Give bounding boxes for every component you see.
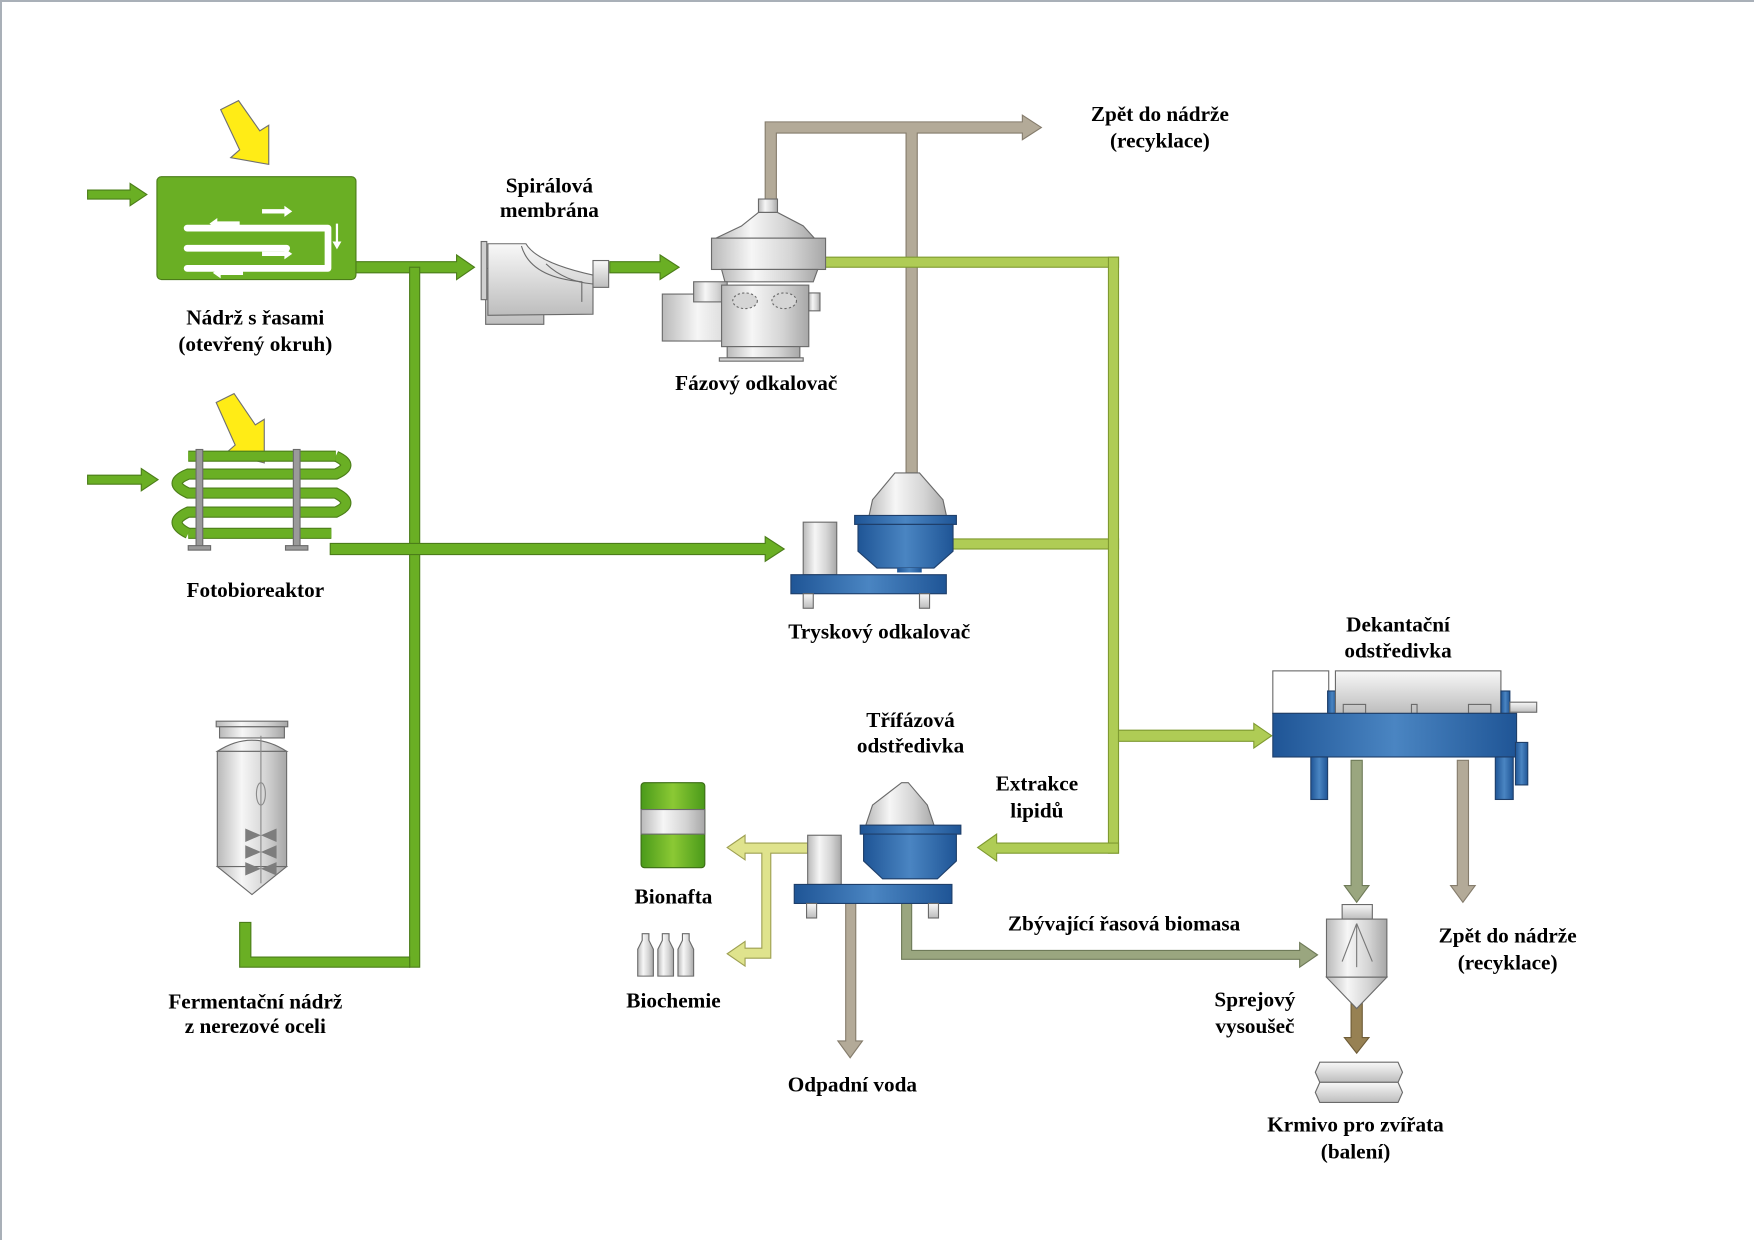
label-photobioreactor: Fotobioreaktor [187, 578, 325, 602]
barrel-icon [640, 782, 706, 869]
label-fermenter-sub: z nerezové oceli [185, 1014, 326, 1038]
label-recycle-right: Zpět do nádrže [1439, 924, 1577, 948]
label-recycle-right-sub: (recyklace) [1458, 950, 1558, 974]
pipe-to-biodiesel [726, 834, 809, 968]
pipe-fermenter-out [239, 921, 411, 968]
pipe-dryer-to-feed [1343, 1000, 1371, 1055]
label-biochemicals: Biochemie [626, 988, 720, 1012]
label-fermenter: Fermentační nádrž [168, 990, 342, 1014]
label-waste-water: Odpadní voda [788, 1072, 918, 1096]
pipe-nozzle-out [951, 538, 1120, 550]
green-pipes [87, 182, 786, 968]
pipe-separator-out [816, 256, 1120, 268]
label-lipid-extraction-sub: lipidů [1010, 798, 1063, 822]
bottles-icon [637, 933, 695, 977]
decanter-centrifuge-icon [1272, 670, 1538, 801]
label-decanter-sub: odstředivka [1344, 638, 1452, 662]
pipe-pbr-to-nozzle [329, 535, 786, 563]
label-recycle-top: Zpět do nádrže [1091, 102, 1229, 126]
sun-arrow-icon [219, 99, 270, 166]
label-three-phase-sub: odstředivka [857, 733, 965, 757]
pipe-remaining-biomass [901, 902, 1319, 969]
label-biodiesel: Bionafta [635, 884, 713, 908]
three-phase-centrifuge-icon [793, 782, 962, 919]
label-decanter: Dekantační [1346, 613, 1451, 637]
open-pond-icon [156, 176, 357, 281]
label-three-phase: Třífázová [866, 708, 955, 732]
pipe-lipid-extraction [976, 833, 1120, 863]
pipe-decanter-to-dryer [1343, 759, 1371, 904]
pipe-collector [409, 266, 421, 968]
label-lipid-extraction: Extrakce [996, 772, 1079, 796]
label-spiral-membrane-sub: membrána [500, 198, 599, 222]
label-spray-dryer: Sprejový [1214, 987, 1295, 1011]
pipe-waste-water [836, 902, 864, 1059]
label-nozzle-separator: Tryskový odkalovač [788, 619, 970, 643]
fermentation-tank-icon [215, 720, 289, 896]
input-arrow-pbr [87, 467, 160, 492]
spiral-membrane-icon [480, 240, 610, 325]
label-animal-feed-sub: (balení) [1321, 1139, 1391, 1163]
input-arrow-tank [87, 182, 148, 207]
photobioreactor-icon [171, 448, 352, 551]
pipe-decanter-recycle [1449, 759, 1477, 904]
label-recycle-top-sub: (recyklace) [1110, 129, 1210, 153]
gray-recycle-pipes [764, 114, 1043, 474]
pipe-to-decanter [1117, 722, 1273, 750]
pipe-membrane-to-separator [609, 253, 681, 281]
pipe-lightgreen-vertical [1107, 256, 1120, 854]
nozzle-separator-icon [790, 472, 957, 609]
spray-dryer-icon [1325, 904, 1389, 1010]
label-phase-separator: Fázový odkalovač [675, 371, 837, 395]
label-remaining-biomass: Zbývající řasová biomasa [1008, 911, 1241, 935]
label-algae-tank: Nádrž s řasami [186, 305, 324, 329]
sun-arrow-icon [215, 392, 265, 464]
label-animal-feed: Krmivo pro zvířata [1267, 1113, 1444, 1137]
label-spray-dryer-sub: vysoušeč [1215, 1014, 1294, 1038]
label-spiral-membrane: Spirálová [506, 173, 594, 197]
pipe-recycle-top [764, 114, 1043, 474]
disc-separator-icon [661, 198, 827, 362]
label-algae-tank-sub: (otevřený okruh) [178, 332, 332, 356]
feed-bags-icon [1314, 1061, 1404, 1104]
